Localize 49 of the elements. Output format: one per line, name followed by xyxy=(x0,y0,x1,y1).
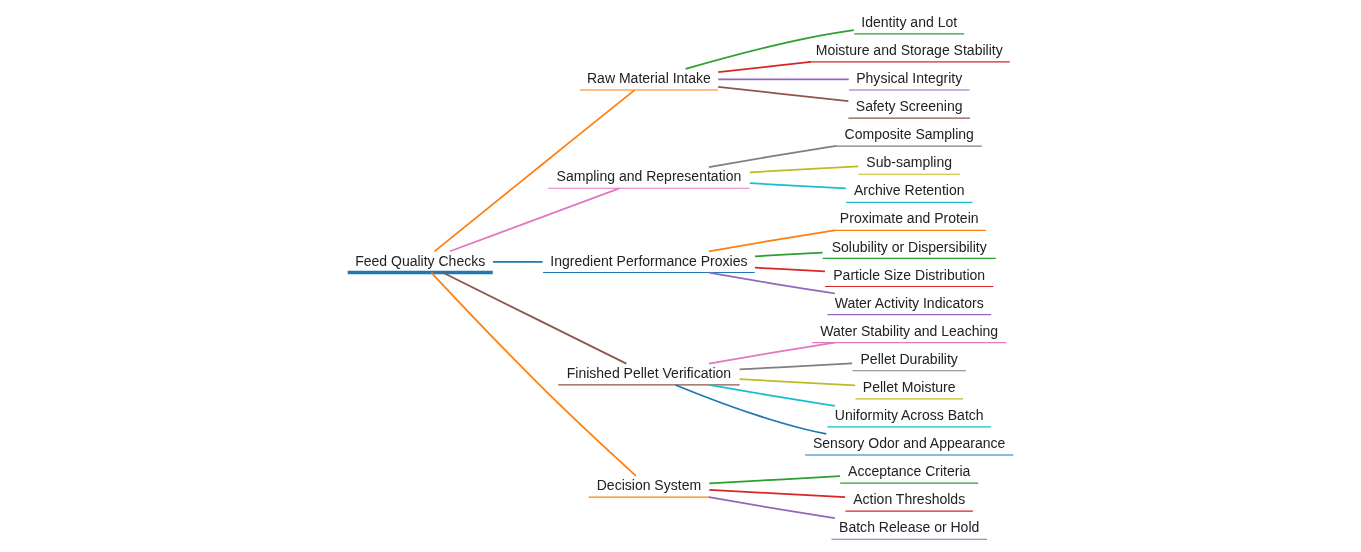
connector xyxy=(754,266,826,273)
node-text: Raw Material Intake xyxy=(586,70,711,87)
connector xyxy=(717,86,850,102)
connector xyxy=(708,383,836,407)
node-text: Uniformity Across Batch xyxy=(834,407,984,424)
connector xyxy=(717,78,850,81)
node-text: Ingredient Performance Proxies xyxy=(550,252,748,269)
connector xyxy=(708,475,841,485)
node-text: Pellet Moisture xyxy=(862,378,956,395)
node-text: Water Activity Indicators xyxy=(834,294,984,311)
node-text: Finished Pellet Verification xyxy=(566,364,732,381)
connector xyxy=(441,271,628,365)
connector xyxy=(492,261,544,263)
connector xyxy=(433,89,636,253)
connector xyxy=(708,145,838,169)
connector xyxy=(674,384,828,435)
node-text: Sampling and Representation xyxy=(556,168,742,185)
node-text: Pellet Durability xyxy=(860,350,958,367)
connector xyxy=(708,496,836,519)
node-text: Acceptance Criteria xyxy=(848,463,971,480)
connector xyxy=(449,187,621,253)
connector xyxy=(708,229,836,253)
node-text: Decision System xyxy=(596,477,702,494)
connector xyxy=(430,271,637,477)
node-text: Composite Sampling xyxy=(844,126,974,143)
node-text: Solubility or Dispersibility xyxy=(831,238,987,255)
connector xyxy=(748,182,847,190)
node-text: Proximate and Protein xyxy=(839,210,979,227)
node-text: Feed Quality Checks xyxy=(355,252,486,269)
node-text: Water Stability and Leaching xyxy=(820,322,999,339)
node-text: Particle Size Distribution xyxy=(833,266,986,283)
node-text: Moisture and Storage Stability xyxy=(815,42,1003,59)
connector xyxy=(708,341,836,365)
connector xyxy=(754,251,824,258)
connector xyxy=(748,165,860,174)
connector xyxy=(738,378,857,387)
node-text: Physical Integrity xyxy=(856,70,963,87)
connector xyxy=(684,29,855,70)
connector xyxy=(708,488,846,499)
node-text: Safety Screening xyxy=(855,98,963,115)
connector xyxy=(708,271,836,295)
node-text: Batch Release or Hold xyxy=(839,519,980,536)
node-text: Sub-sampling xyxy=(866,154,953,171)
node-text: Archive Retention xyxy=(853,182,965,199)
node-text: Action Thresholds xyxy=(853,491,966,508)
node-text: Identity and Lot xyxy=(861,13,958,30)
connector xyxy=(738,362,853,371)
node-text: Sensory Odor and Appearance xyxy=(812,435,1006,452)
connector xyxy=(717,61,812,73)
